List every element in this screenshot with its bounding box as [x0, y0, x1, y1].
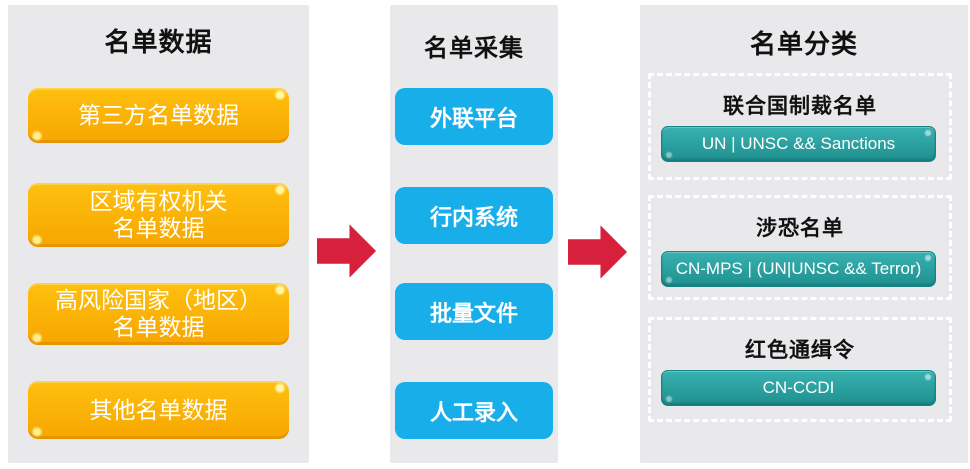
collection-box-manual-entry: 人工录入: [395, 382, 553, 439]
category-rule-box: UN | UNSC && Sanctions: [661, 126, 936, 162]
collection-box-external-platform: 外联平台: [395, 88, 553, 145]
category-group-red-notice: 红色通缉令 CN-CCDI: [648, 317, 952, 422]
list-data-panel-title: 名单数据: [104, 27, 213, 57]
category-rule-box: CN-MPS | (UN|UNSC && Terror): [661, 251, 936, 287]
category-group-heading: 红色通缉令: [745, 339, 855, 362]
list-collection-panel-title: 名单采集: [424, 35, 524, 62]
list-classification-panel-title: 名单分类: [749, 29, 858, 59]
category-group-un-sanctions: 联合国制裁名单 UN | UNSC && Sanctions: [648, 73, 952, 180]
list-data-panel: 名单数据 第三方名单数据 区域有权机关 名单数据 高风险国家（地区） 名单数据 …: [8, 5, 309, 463]
collection-box-batch-file: 批量文件: [395, 283, 553, 340]
list-collection-panel: 名单采集 外联平台 行内系统 批量文件 人工录入: [390, 5, 558, 463]
flow-arrow-icon: [317, 222, 378, 280]
list-classification-panel: 名单分类 联合国制裁名单 UN | UNSC && Sanctions 涉恐名单…: [640, 5, 968, 463]
list-data-box-regional-authority: 区域有权机关 名单数据: [28, 183, 289, 247]
category-group-heading: 联合国制裁名单: [723, 95, 877, 118]
list-data-box-high-risk-country: 高风险国家（地区） 名单数据: [28, 283, 289, 345]
flow-arrow-icon: [568, 223, 629, 281]
list-data-box-other: 其他名单数据: [28, 381, 289, 439]
category-group-heading: 涉恐名单: [756, 217, 844, 240]
list-data-box-third-party: 第三方名单数据: [28, 88, 289, 143]
category-rule-box: CN-CCDI: [661, 370, 936, 406]
category-group-terror-list: 涉恐名单 CN-MPS | (UN|UNSC && Terror): [648, 195, 952, 300]
collection-box-internal-system: 行内系统: [395, 187, 553, 244]
